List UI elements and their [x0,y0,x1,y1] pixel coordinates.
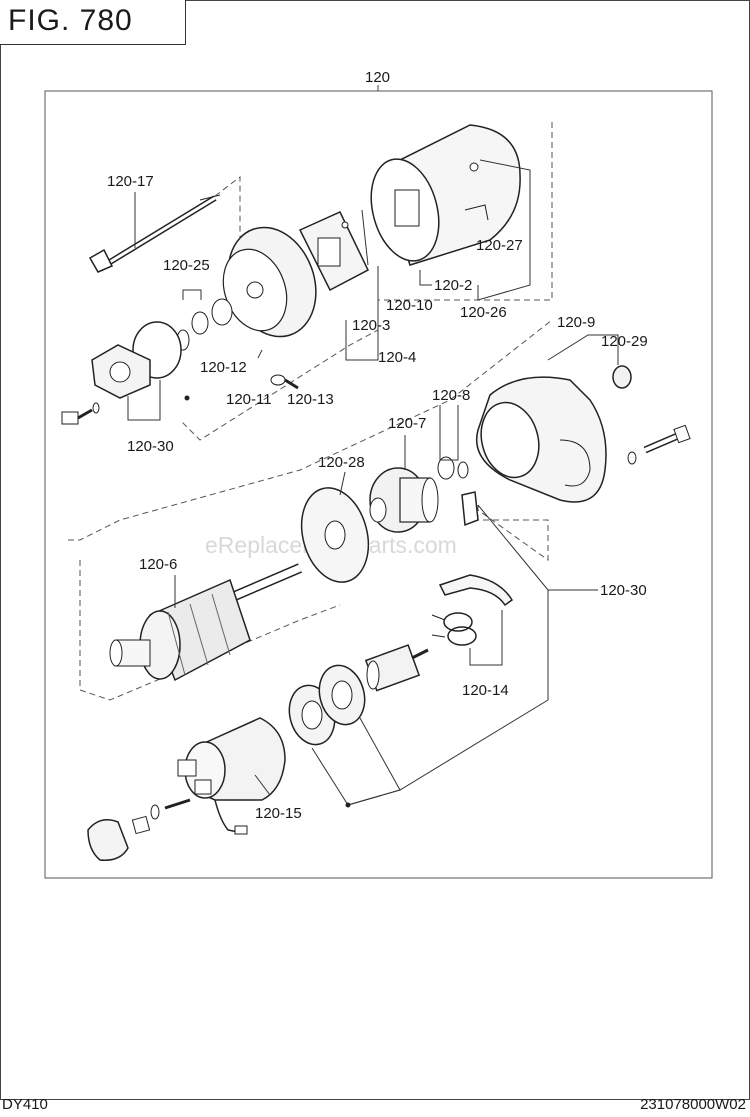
terminal-nuts [131,798,191,835]
drive-housing [476,376,607,503]
callout-120-17: 120-17 [107,173,154,190]
callout-120-26: 120-26 [460,304,507,321]
callout-120-6: 120-6 [139,556,177,573]
leader-4 [345,266,379,361]
callout-120-8: 120-8 [432,387,470,404]
leader-15 [254,774,271,796]
callout-120-29: 120-29 [601,333,648,350]
shift-lever [438,491,513,607]
callout-120-11: 120-11 [226,391,272,408]
leader-10 [419,270,432,286]
leader-26 [477,159,531,301]
dashed-group-outline-lever [477,505,549,561]
callout-120-3: 120-3 [352,317,390,334]
leader-30-lower [477,504,598,591]
housing-bolt [627,424,691,465]
callout-120-2: 120-2 [434,277,472,294]
callout-120-4: 120-4 [378,349,416,366]
pinion-stop-ring [437,456,469,480]
rear-end-frame [222,226,317,338]
ref-dot-lower [345,802,351,808]
bushing-29 [612,365,632,389]
figure-title: FIG. 780 [8,4,133,37]
overrunning-clutch [369,467,439,533]
callout-120-14: 120-14 [462,682,509,699]
plunger [364,644,429,692]
callout-120: 120 [365,69,390,86]
leader-9 [547,334,619,365]
callout-120-30-lower: 120-30 [600,582,647,599]
through-bolt [88,194,221,273]
dashed-group-outline-armature [79,560,341,701]
dashed-bolt-guide [214,175,241,290]
cover-screw [61,402,100,425]
center-plate [300,487,370,583]
leader-30-upper [127,380,161,421]
leader-25 [182,289,202,300]
magnetic-switch-solenoid [177,717,286,835]
callout-120-28: 120-28 [318,454,365,471]
callout-120-9: 120-9 [557,314,595,331]
leader-12 [257,349,263,359]
terminal-cap [87,819,129,861]
leader-30-lower-ext [347,590,549,806]
callout-120-25: 120-25 [163,257,210,274]
leader-3 [361,209,369,266]
callout-120-13: 120-13 [287,391,334,408]
figure-title-box: FIG. 780 [0,0,186,45]
leader-14 [469,610,503,666]
armature [109,563,302,682]
callout-120-30-upper: 120-30 [127,438,174,455]
rear-bearing-cover [91,321,182,399]
callout-120-10: 120-10 [386,297,433,314]
yoke-field-housing [370,124,521,266]
callout-120-15: 120-15 [255,805,302,822]
thrust-washers [176,298,233,351]
brush-holder [298,211,369,292]
leader-gaskets [311,717,401,806]
drawing-code: 231078000W02 [640,1096,746,1113]
solenoid-gaskets [288,664,366,746]
model-label: DY410 [2,1096,48,1113]
lever-spring [431,612,477,646]
ref-dot-upper [184,395,190,401]
leader-8 [439,405,459,461]
leader-28 [339,471,346,496]
callout-120-12: 120-12 [200,359,247,376]
callout-120-7: 120-7 [388,415,426,432]
callout-120-27: 120-27 [476,237,523,254]
dashed-group-outline-mid [68,319,553,541]
small-screw-13 [270,374,299,390]
